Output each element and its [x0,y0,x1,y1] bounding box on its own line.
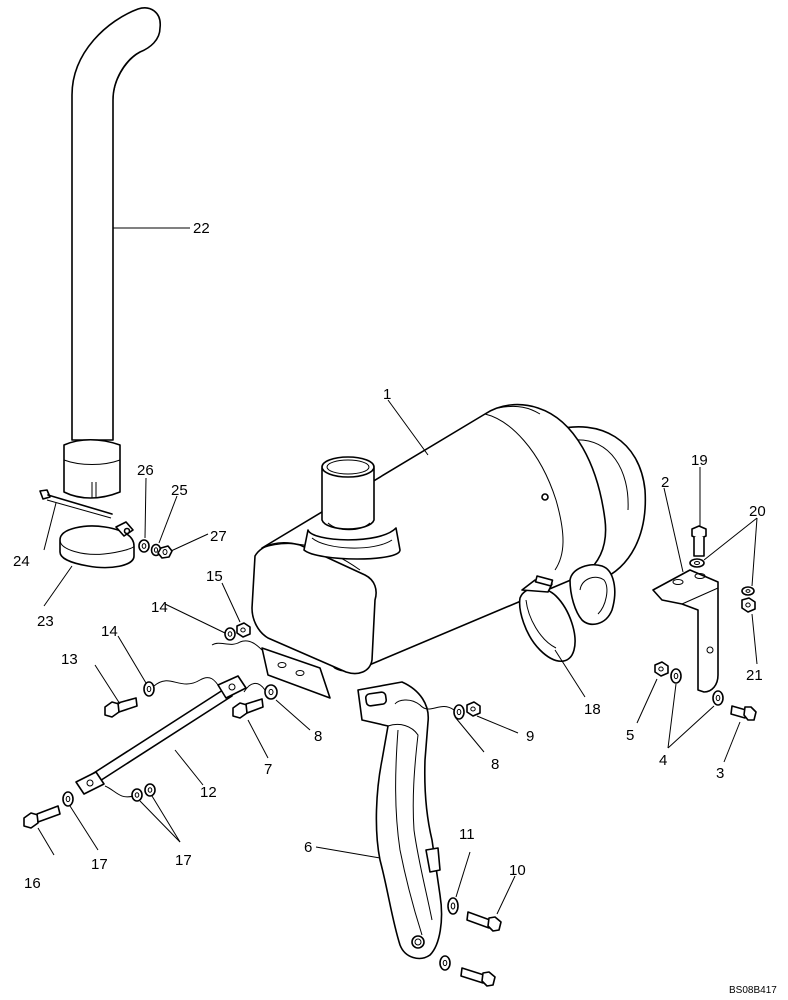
callout-18: 18 [584,701,601,718]
callout-24: 24 [13,553,30,570]
callout-6: 6 [304,839,312,856]
rod-washer-17-b [144,783,156,797]
callout-14-lower: 14 [101,623,118,640]
callout-13: 13 [61,651,78,668]
callout-3: 3 [716,765,724,782]
callout-9: 9 [526,728,534,745]
callout-17-right: 17 [175,852,192,869]
rod-nut-15 [236,622,251,638]
exhaust-stack-pipe [63,7,161,499]
callout-8-right: 8 [491,756,499,773]
bracket-washer-8-left [264,684,278,700]
bracket-nut-5 [654,661,669,677]
callout-21: 21 [746,667,763,684]
bracket-washer-4-b [712,690,724,706]
bracket-washer-20-b [741,586,755,596]
callout-14-upper: 14 [151,599,168,616]
outlet-pipe-stub [569,564,616,626]
muffler [251,403,647,699]
bracket-washer-20-a [689,558,705,568]
support-washer-lower [439,955,451,971]
callout-25: 25 [171,482,188,499]
callout-12: 12 [200,784,217,801]
lower-support-bracket [357,681,443,960]
bracket-nut-9 [466,701,481,717]
callout-2: 2 [661,474,669,491]
band-clamp [59,521,135,569]
callout-11: 11 [459,826,475,843]
bracket-bolt-19 [691,525,707,557]
drawing-code: BS08B417 [729,985,777,996]
rod-bolt-16 [23,805,61,829]
callout-27: 27 [210,528,227,545]
bracket-washer-4-a [670,668,682,684]
callout-19: 19 [691,452,708,469]
callout-5: 5 [626,727,634,744]
bracket-washer-8-right [453,704,465,720]
leader-lines [37,227,758,915]
outlet-clamp [518,575,576,663]
rod-washer-14-lower [143,681,155,697]
callout-7: 7 [264,761,272,778]
callout-26: 26 [137,462,154,479]
support-washer-11 [447,897,459,915]
rod-bolt-13 [104,697,138,718]
callout-8-left: 8 [314,728,322,745]
callout-1: 1 [383,386,391,403]
callout-15: 15 [206,568,223,585]
bracket-bolt-7 [232,698,264,719]
stay-rod [75,675,247,795]
support-bolt-lower [460,967,496,987]
callout-16: 16 [24,875,41,892]
rod-washer-17-a [131,788,143,802]
callout-10: 10 [509,862,526,879]
callout-4: 4 [659,752,667,769]
rod-washer-17-c [62,791,74,807]
right-mounting-bracket [652,569,719,693]
callout-22: 22 [193,220,210,237]
clamp-bolt [39,489,113,519]
stack-washer-26 [138,539,150,553]
support-bolt-10 [466,911,502,932]
callout-labels: 1 2 3 4 5 6 7 8 8 9 10 11 12 13 14 14 15… [13,220,766,892]
stack-washer-25 [150,543,162,557]
rod-washer-14-upper [224,627,236,641]
callout-23: 23 [37,613,54,630]
bracket-bolt-3 [730,705,757,721]
stack-nut-27 [157,545,173,559]
callout-20: 20 [749,503,766,520]
bracket-nut-21 [741,597,756,613]
callout-17-left: 17 [91,856,108,873]
